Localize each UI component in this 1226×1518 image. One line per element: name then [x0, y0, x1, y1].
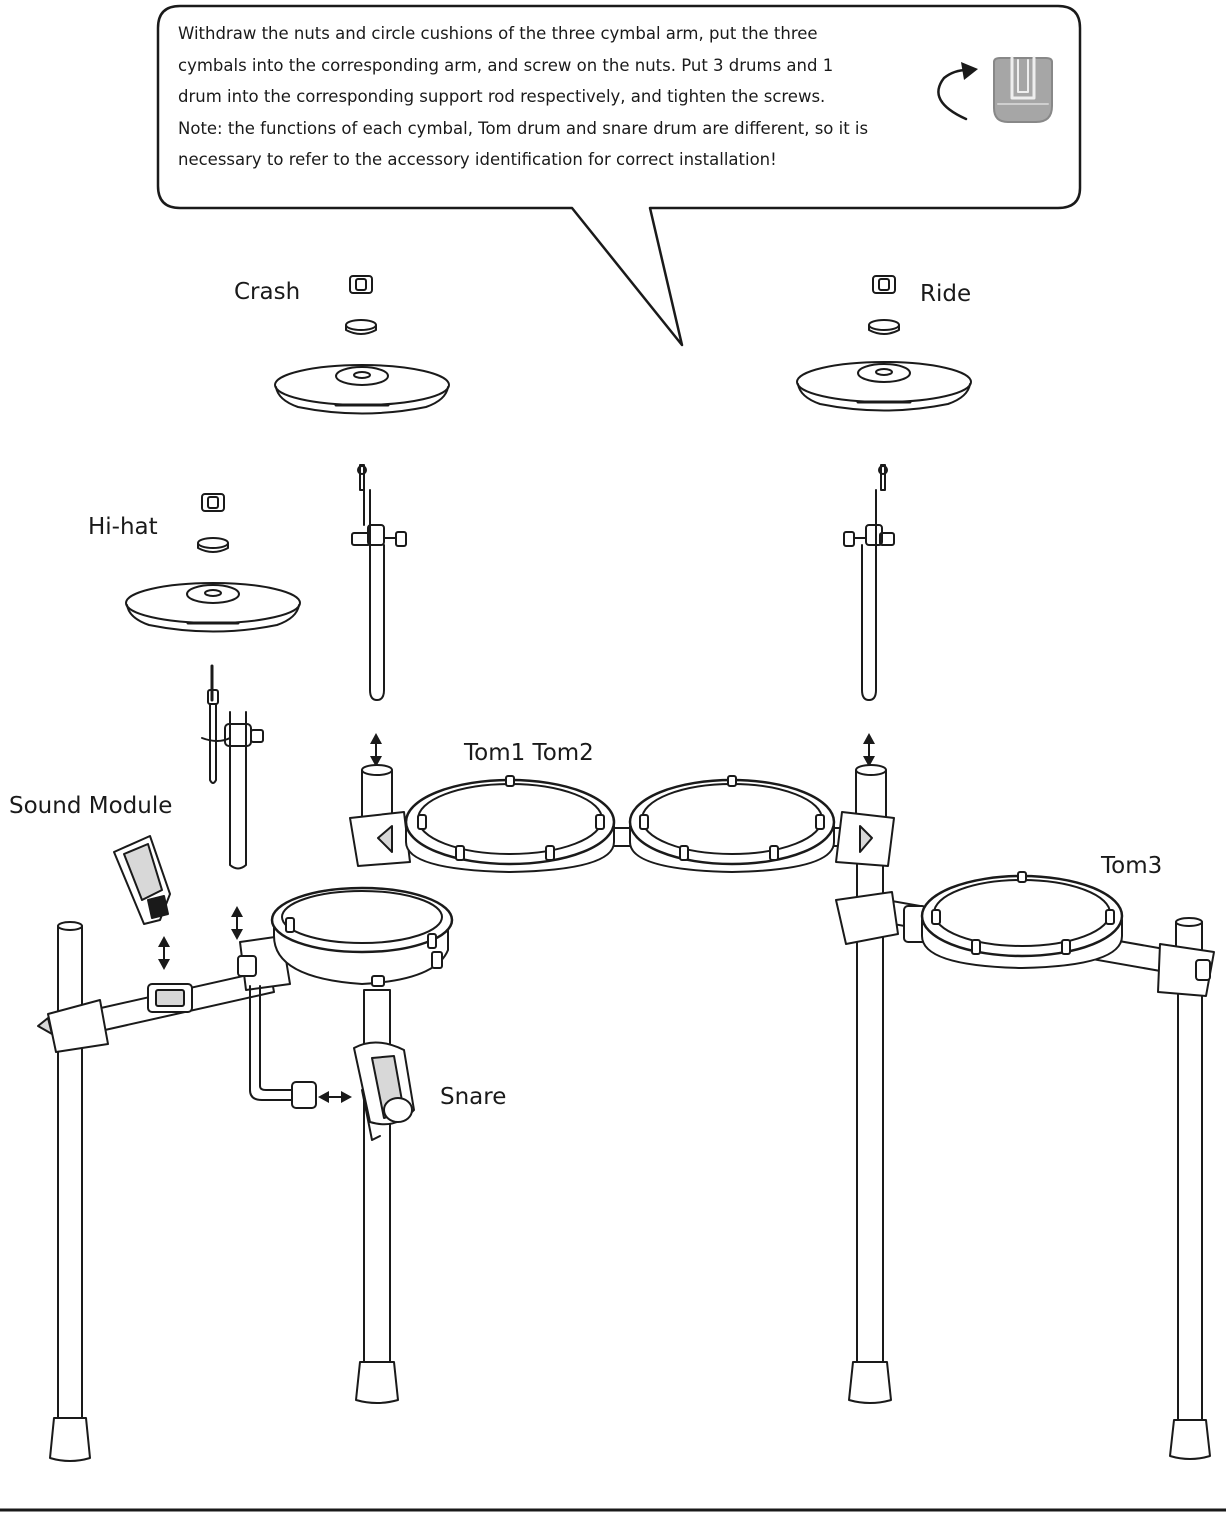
instruction-line: Note: the functions of each cymbal, Tom …	[178, 118, 869, 138]
instruction-line: cymbals into the corresponding arm, and …	[178, 55, 834, 75]
hihat-label: Hi-hat	[88, 514, 158, 540]
tom2-drum	[628, 775, 836, 873]
instruction-line: Withdraw the nuts and circle cushions of…	[178, 24, 818, 43]
double-arrow-icon	[158, 733, 875, 1103]
wing-nut-icon	[993, 56, 1053, 123]
tom1-tom2-label: Tom1 Tom2	[464, 740, 594, 766]
hihat-cymbal-assembly	[125, 493, 301, 870]
tom3-drum	[903, 871, 1124, 969]
sound-module-label: Sound Module	[9, 793, 173, 819]
sound-module	[113, 835, 171, 925]
ride-label: Ride	[920, 281, 972, 307]
instruction-text: Withdraw the nuts and circle cushions of…	[178, 18, 938, 176]
tom1-drum	[404, 775, 616, 873]
crash-label: Crash	[234, 279, 301, 305]
instruction-line: drum into the corresponding support rod …	[178, 87, 826, 106]
ride-cymbal-assembly	[796, 275, 972, 701]
tom3-label: Tom3	[1101, 853, 1163, 879]
snare-label: Snare	[440, 1084, 507, 1110]
crash-cymbal-assembly	[274, 275, 450, 701]
rack-posts	[49, 764, 1211, 1462]
rack-clamps	[37, 811, 1215, 1053]
instruction-line: necessary to refer to the accessory iden…	[178, 150, 777, 169]
rotate-arrow-icon	[937, 62, 978, 121]
instruction-callout-bubble	[156, 4, 1082, 347]
snare-drum	[237, 886, 454, 1141]
